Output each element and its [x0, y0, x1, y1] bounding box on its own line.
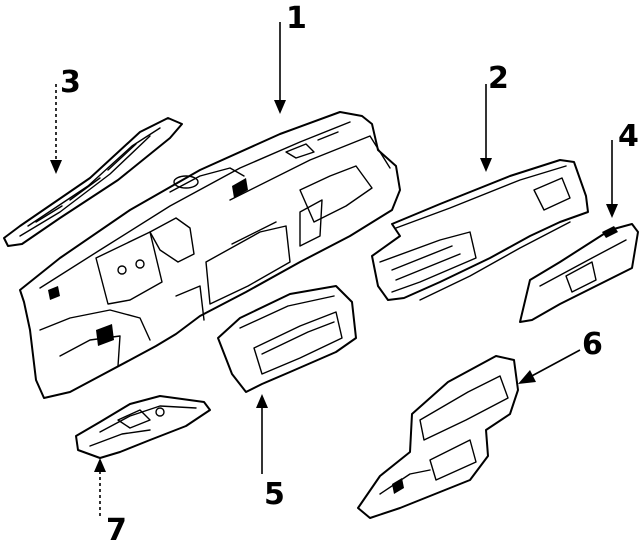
leader-lines: [50, 22, 618, 516]
part-3-defroster-grille: [3, 117, 183, 247]
callout-1: 1: [286, 1, 307, 36]
part-2-dash-trim-panel: [371, 159, 589, 301]
callout-4: 4: [618, 119, 639, 154]
arrow-6: [518, 370, 536, 384]
callout-5: 5: [264, 477, 285, 512]
callout-6: 6: [582, 327, 603, 362]
arrow-1: [274, 100, 286, 114]
callout-3: 3: [60, 65, 81, 100]
part-5-center-bezel: [217, 285, 357, 393]
part-6-lower-console: [357, 355, 519, 519]
arrow-5: [256, 394, 268, 408]
callout-7: 7: [106, 513, 127, 546]
arrow-4: [606, 204, 618, 218]
arrow-2: [480, 158, 492, 172]
arrow-7: [94, 458, 106, 472]
part-1-instrument-panel: [19, 111, 401, 399]
arrow-3: [50, 160, 62, 174]
part-4-glove-box-door: [519, 223, 639, 323]
callout-labels: 1 2 3 4 5 6 7: [60, 1, 639, 546]
part-7-bracket: [75, 395, 211, 459]
leader-6: [527, 349, 581, 379]
callout-2: 2: [488, 61, 509, 96]
